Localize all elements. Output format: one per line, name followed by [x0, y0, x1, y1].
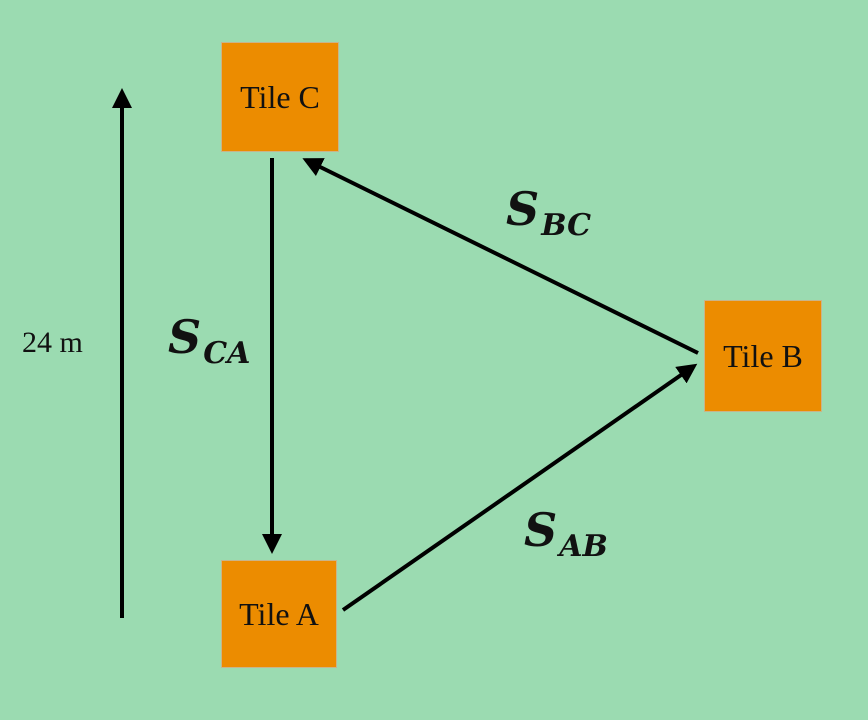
vector-bc-subscript: BC: [541, 208, 592, 243]
vector-ab-label: SAB: [524, 503, 608, 564]
scale-label: 24 m: [22, 326, 83, 359]
vector-bc-arrow: [302, 158, 699, 355]
vector-bc-symbol: S: [506, 182, 540, 236]
vector-ab-symbol: S: [524, 503, 558, 557]
tile-a-label: Tile A: [239, 595, 319, 632]
tile-b-label: Tile B: [723, 337, 803, 374]
tile-c-label: Tile C: [240, 78, 320, 115]
vector-ca-symbol: S: [168, 310, 202, 364]
vector-ca-subscript: CA: [203, 336, 251, 371]
vector-ab-arrow: [341, 363, 698, 612]
tile-c: Tile C: [221, 42, 339, 152]
vector-ab-subscript: AB: [559, 529, 608, 564]
tile-a: Tile A: [221, 560, 337, 668]
tile-b: Tile B: [704, 300, 822, 412]
vector-ca-label: SCA: [168, 310, 250, 371]
vector-bc-label: SBC: [506, 182, 591, 243]
